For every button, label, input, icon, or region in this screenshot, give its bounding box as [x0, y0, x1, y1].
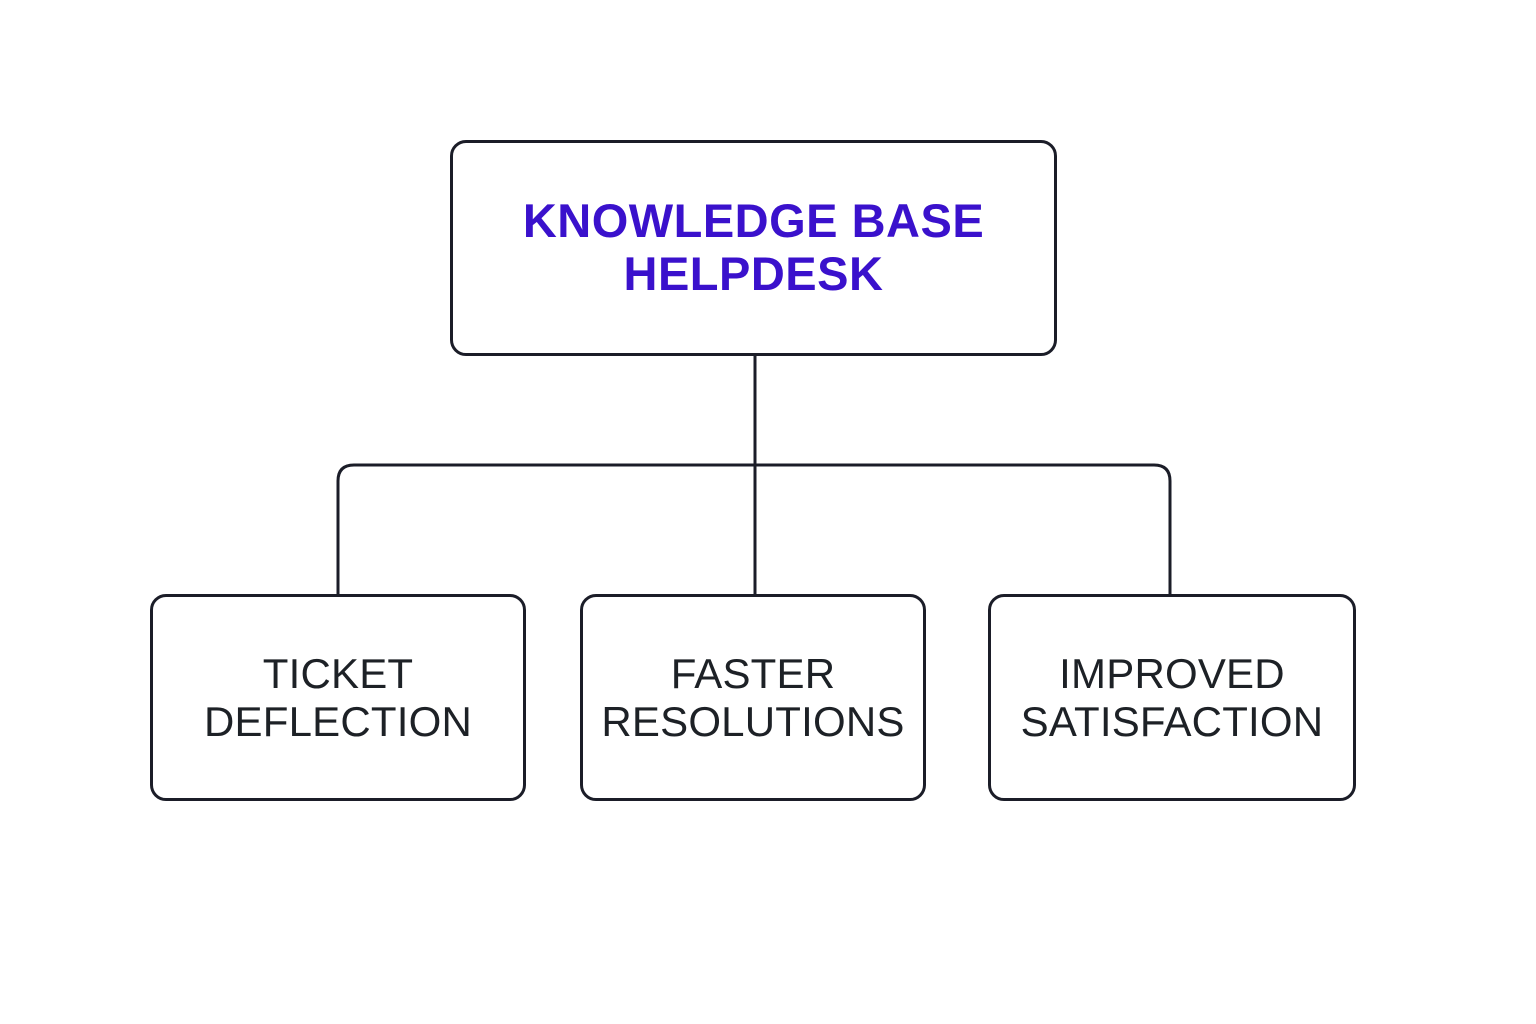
node-child-label: TICKET DEFLECTION — [203, 650, 473, 745]
connector-elbow-right — [755, 463, 1172, 594]
node-child-faster-resolutions[interactable]: FASTER RESOLUTIONS — [580, 594, 926, 801]
node-child-label: FASTER RESOLUTIONS — [601, 650, 905, 745]
node-root-label: KNOWLEDGE BASE HELPDESK — [522, 194, 985, 300]
node-child-label: IMPROVED SATISFACTION — [1020, 650, 1324, 745]
node-root-knowledge-base-helpdesk[interactable]: KNOWLEDGE BASE HELPDESK — [450, 140, 1057, 356]
node-child-ticket-deflection[interactable]: TICKET DEFLECTION — [150, 594, 526, 801]
node-child-improved-satisfaction[interactable]: IMPROVED SATISFACTION — [988, 594, 1356, 801]
connector-elbow-left — [336, 463, 755, 594]
